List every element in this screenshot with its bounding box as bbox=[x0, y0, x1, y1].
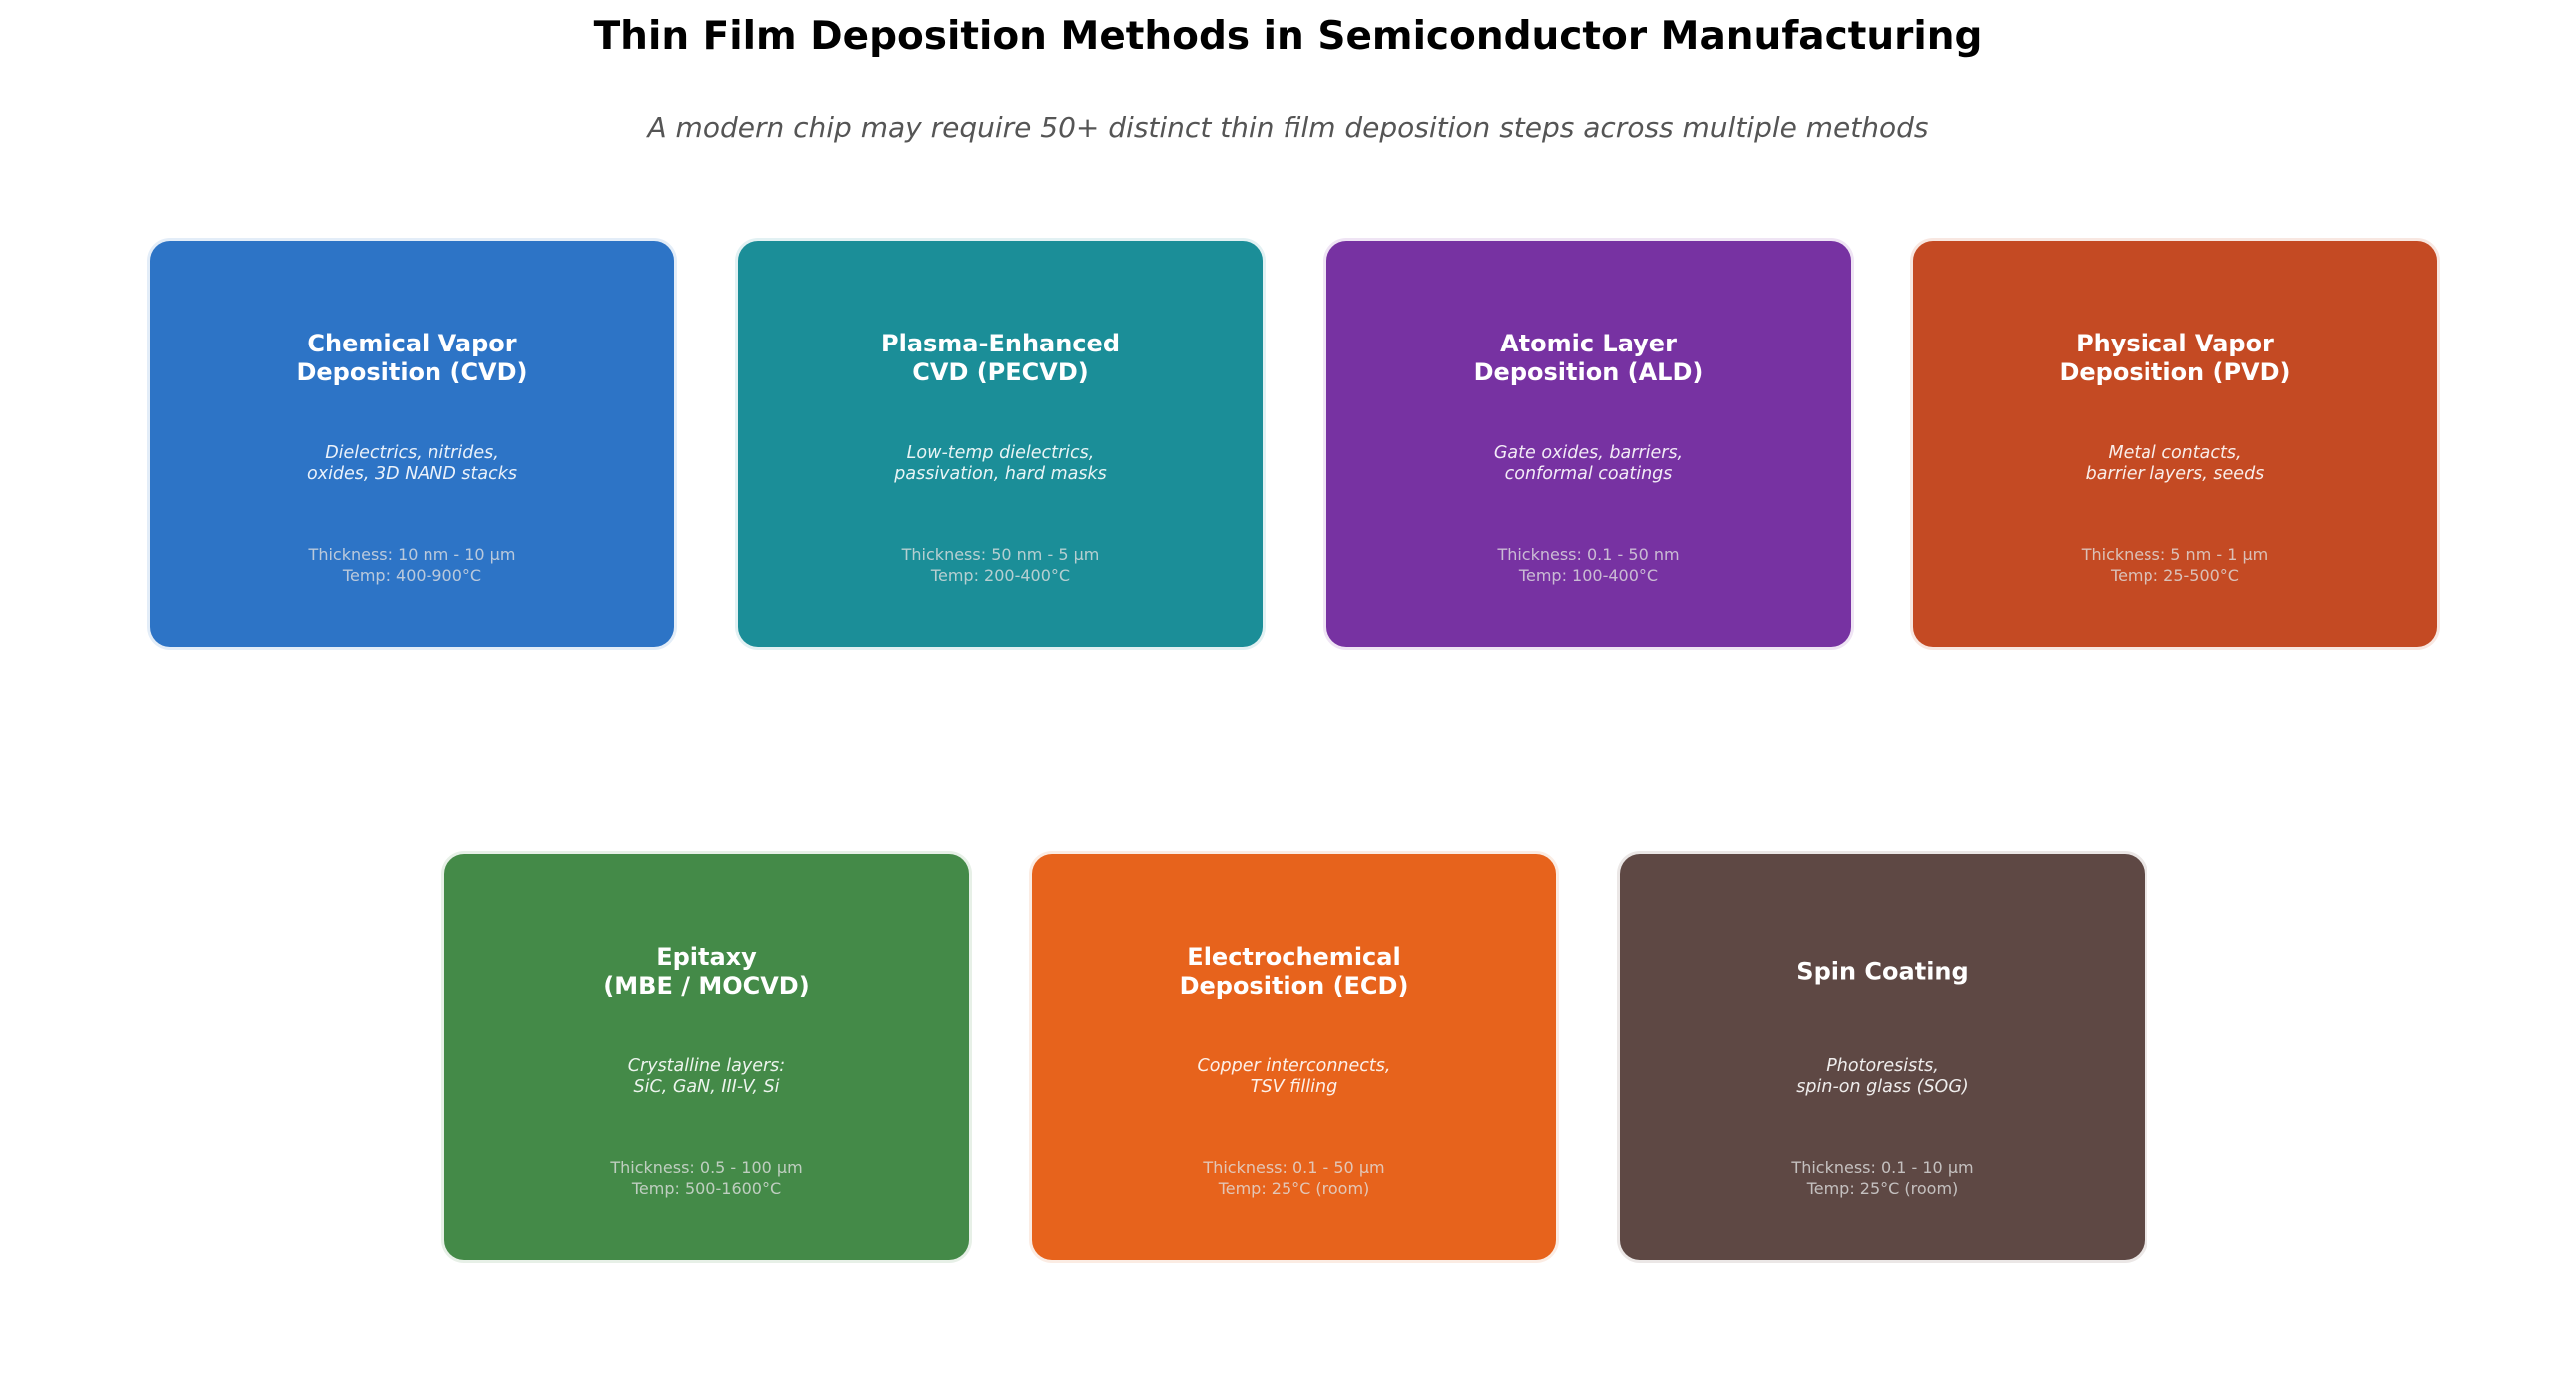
card-specs: Thickness: 0.1 - 50 nm Temp: 100-400°C bbox=[1326, 544, 1851, 586]
card-thickness: Thickness: 0.1 - 50 nm bbox=[1497, 545, 1680, 564]
card-description: Low-temp dielectrics, passivation, hard … bbox=[894, 443, 1107, 484]
card-specs: Thickness: 0.1 - 50 µm Temp: 25°C (room) bbox=[1032, 1157, 1556, 1199]
card-temperature: Temp: 25-500°C bbox=[2111, 566, 2239, 585]
card-description: Metal contacts, barrier layers, seeds bbox=[2085, 443, 2265, 484]
method-card-cvd: Chemical Vapor Deposition (CVD) Dielectr… bbox=[150, 241, 674, 647]
method-card-spin-coating: Spin Coating Photoresists, spin-on glass… bbox=[1620, 854, 2145, 1260]
card-specs: Thickness: 0.1 - 10 µm Temp: 25°C (room) bbox=[1620, 1157, 2145, 1199]
card-title: Spin Coating bbox=[1796, 957, 1969, 986]
card-description: Gate oxides, barriers, conformal coating… bbox=[1493, 443, 1684, 484]
card-temperature: Temp: 200-400°C bbox=[930, 566, 1071, 585]
card-description: Crystalline layers: SiC, GaN, III-V, Si bbox=[627, 1056, 786, 1097]
card-specs: Thickness: 10 nm - 10 µm Temp: 400-900°C bbox=[150, 544, 674, 586]
card-title: Atomic Layer Deposition (ALD) bbox=[1473, 330, 1704, 386]
card-thickness: Thickness: 10 nm - 10 µm bbox=[308, 545, 516, 564]
method-card-epitaxy: Epitaxy (MBE / MOCVD) Crystalline layers… bbox=[444, 854, 969, 1260]
method-card-ald: Atomic Layer Deposition (ALD) Gate oxide… bbox=[1326, 241, 1851, 647]
page-title: Thin Film Deposition Methods in Semicond… bbox=[593, 14, 1983, 59]
card-thickness: Thickness: 0.1 - 50 µm bbox=[1203, 1158, 1385, 1177]
card-thickness: Thickness: 0.5 - 100 µm bbox=[610, 1158, 803, 1177]
card-description: Photoresists, spin-on glass (SOG) bbox=[1796, 1056, 1969, 1097]
card-title: Epitaxy (MBE / MOCVD) bbox=[603, 943, 810, 1000]
page-subtitle: A modern chip may require 50+ distinct t… bbox=[647, 111, 1929, 144]
card-title: Plasma-Enhanced CVD (PECVD) bbox=[881, 330, 1120, 386]
card-specs: Thickness: 50 nm - 5 µm Temp: 200-400°C bbox=[738, 544, 1263, 586]
card-temperature: Temp: 400-900°C bbox=[342, 566, 482, 585]
method-card-pecvd: Plasma-Enhanced CVD (PECVD) Low-temp die… bbox=[738, 241, 1263, 647]
card-specs: Thickness: 5 nm - 1 µm Temp: 25-500°C bbox=[1913, 544, 2437, 586]
card-title: Chemical Vapor Deposition (CVD) bbox=[296, 330, 528, 386]
method-card-pvd: Physical Vapor Deposition (PVD) Metal co… bbox=[1913, 241, 2437, 647]
card-thickness: Thickness: 0.1 - 10 µm bbox=[1791, 1158, 1974, 1177]
card-temperature: Temp: 25°C (room) bbox=[1218, 1179, 1370, 1198]
card-temperature: Temp: 100-400°C bbox=[1518, 566, 1659, 585]
card-description: Copper interconnects, TSV filling bbox=[1197, 1056, 1391, 1097]
card-title: Physical Vapor Deposition (PVD) bbox=[2059, 330, 2291, 386]
card-title: Electrochemical Deposition (ECD) bbox=[1179, 943, 1409, 1000]
method-card-ecd: Electrochemical Deposition (ECD) Copper … bbox=[1032, 854, 1556, 1260]
card-thickness: Thickness: 5 nm - 1 µm bbox=[2081, 545, 2269, 564]
card-description: Dielectrics, nitrides, oxides, 3D NAND s… bbox=[307, 443, 517, 484]
card-temperature: Temp: 500-1600°C bbox=[631, 1179, 782, 1198]
card-thickness: Thickness: 50 nm - 5 µm bbox=[901, 545, 1100, 564]
card-specs: Thickness: 0.5 - 100 µm Temp: 500-1600°C bbox=[444, 1157, 969, 1199]
card-temperature: Temp: 25°C (room) bbox=[1806, 1179, 1959, 1198]
